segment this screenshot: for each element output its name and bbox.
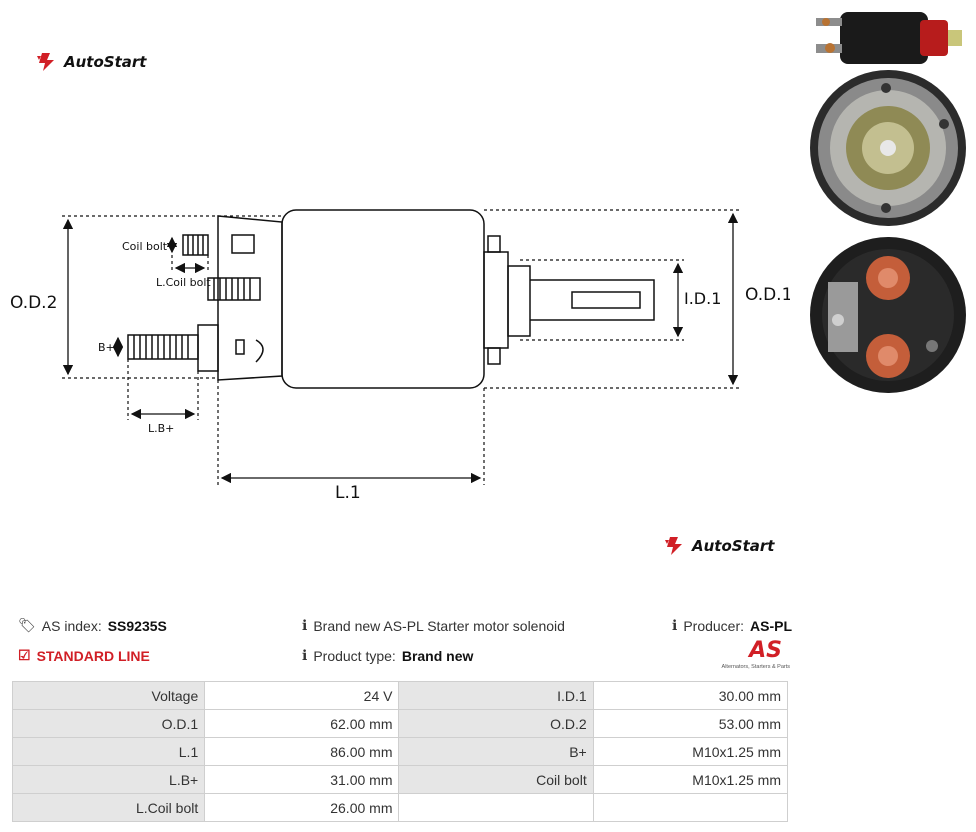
- solenoid-body: [281, 209, 485, 389]
- spec-key: [398, 793, 594, 822]
- spec-key: B+: [398, 737, 594, 766]
- spec-value: 31.00 mm: [204, 765, 400, 794]
- od2-label: O.D.2: [10, 293, 57, 313]
- spec-key: O.D.2: [398, 709, 594, 738]
- product-photo-back: [810, 70, 966, 226]
- spec-key: I.D.1: [398, 681, 594, 710]
- spec-value: M10x1.25 mm: [592, 737, 789, 766]
- spec-key: Voltage: [11, 681, 206, 710]
- spec-value: 86.00 mm: [204, 737, 400, 766]
- spec-key: L.B+: [11, 765, 206, 794]
- tag-icon: 🏷︎: [18, 617, 36, 633]
- as-index-value: SS9235S: [107, 617, 167, 634]
- info-icon: ℹ: [302, 647, 308, 663]
- coil-bolt-label: Coil bolt: [122, 240, 168, 253]
- product-type: ℹ Product type: Brand new: [302, 647, 474, 664]
- spec-value: 26.00 mm: [204, 793, 400, 822]
- brand-logo-top: AutoStart: [36, 52, 146, 72]
- spec-value: [592, 793, 789, 822]
- spec-value: 62.00 mm: [204, 709, 400, 738]
- info-icon: ℹ: [672, 617, 678, 633]
- spec-value: 53.00 mm: [592, 709, 789, 738]
- as-index: 🏷︎ AS index: SS9235S: [18, 617, 167, 634]
- producer: ℹ Producer: AS-PL: [672, 617, 793, 634]
- l1-label: L.1: [335, 483, 361, 503]
- autostart-logo-icon: [37, 53, 54, 71]
- spec-value: 30.00 mm: [592, 681, 789, 710]
- product-photo-front: [810, 237, 966, 393]
- autostart-logo-icon: [665, 537, 682, 555]
- b-plus-label: B+: [98, 341, 115, 354]
- spec-key: L.Coil bolt: [11, 793, 206, 822]
- brand-name: AutoStart: [64, 53, 147, 71]
- l-b-plus-label: L.B+: [148, 422, 174, 435]
- product-type-value: Brand new: [401, 647, 474, 664]
- coil-bolt-shape: [182, 234, 209, 256]
- id1-label: I.D.1: [684, 289, 721, 308]
- checkbox-icon: ☑: [18, 647, 31, 663]
- od1-label: O.D.1: [745, 285, 790, 305]
- solenoid-dimension-diagram: O.D.2 O.D.1 I.D.1 L.1 Coil bolt L.Coil b…: [10, 209, 790, 503]
- spec-key: Coil bolt: [398, 765, 594, 794]
- as-pl-logo: AS Alternators, Starters & Parts: [721, 638, 790, 671]
- product-photo-side: [816, 12, 962, 64]
- spec-value: 24 V: [204, 681, 400, 710]
- product-description: ℹ Brand new AS-PL Starter motor solenoid: [302, 617, 565, 634]
- spec-value: M10x1.25 mm: [592, 765, 789, 794]
- brand-logo-bottom: AutoStart: [664, 536, 774, 556]
- l-coil-bolt-label: L.Coil bolt: [156, 276, 211, 289]
- producer-value: AS-PL: [750, 617, 793, 634]
- brand-name: AutoStart: [692, 537, 775, 555]
- standard-line-badge: ☑ STANDARD LINE: [18, 647, 150, 664]
- spec-key: L.1: [11, 737, 206, 766]
- spec-key: O.D.1: [11, 709, 206, 738]
- info-icon: ℹ: [302, 617, 308, 633]
